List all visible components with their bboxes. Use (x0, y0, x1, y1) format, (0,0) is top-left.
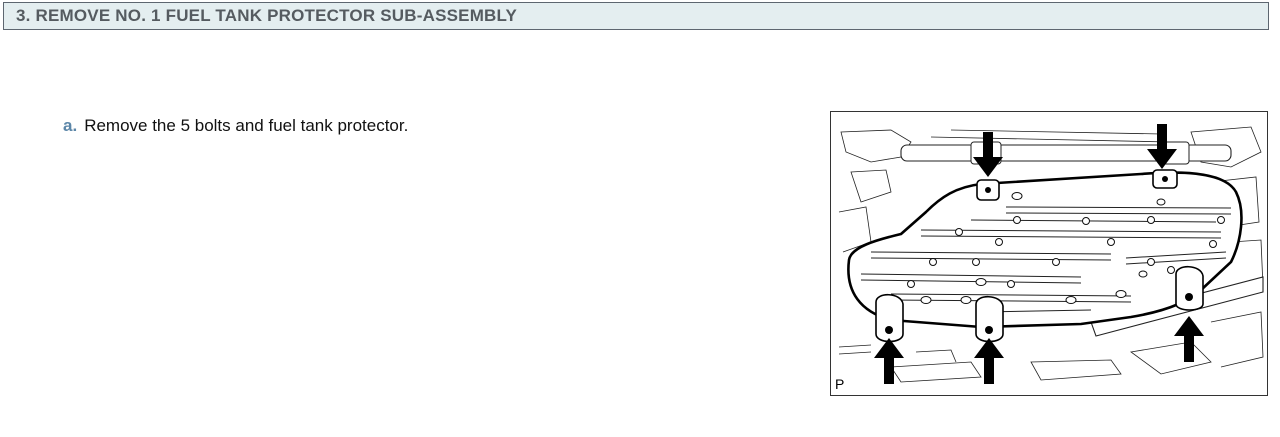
figure-label: P (835, 376, 845, 392)
bolt-arrows (874, 124, 1204, 384)
step-text: Remove the 5 bolts and fuel tank protect… (84, 116, 409, 135)
fuel-tank-protector-figure: P (830, 111, 1268, 396)
instruction-step: a. Remove the 5 bolts and fuel tank prot… (63, 116, 408, 136)
section-title: 3. REMOVE NO. 1 FUEL TANK PROTECTOR SUB-… (16, 6, 518, 25)
fuel-tank-protector-illustration (838, 124, 1264, 384)
step-letter: a. (63, 116, 78, 135)
section-header: 3. REMOVE NO. 1 FUEL TANK PROTECTOR SUB-… (3, 2, 1269, 30)
